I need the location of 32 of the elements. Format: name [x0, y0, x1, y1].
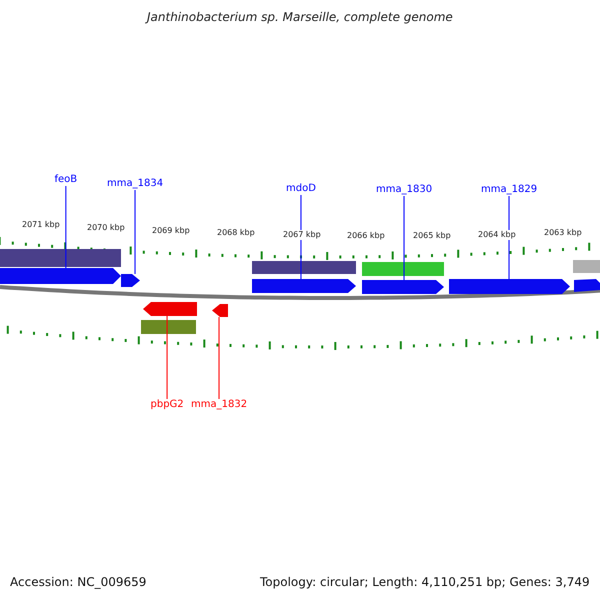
leader-line	[300, 194, 302, 280]
leader-line	[166, 316, 168, 400]
gene-label: pbpG2	[150, 399, 184, 411]
gene-label: mma_1829	[481, 184, 538, 196]
title: Janthinobacterium sp. Marseille, complete genome	[147, 11, 453, 23]
leader-line	[134, 190, 136, 274]
info-text: Accession: NC_009659	[10, 576, 146, 588]
scale-label: 2064 kbp	[478, 230, 516, 240]
gene-label: mdoD	[286, 183, 316, 195]
gene-label: mma_1832	[191, 399, 248, 411]
gene-feature	[143, 302, 197, 316]
scale-label: 2063 kbp	[544, 228, 582, 238]
scale-label: 2068 kbp	[217, 228, 255, 238]
leader-line	[508, 196, 510, 280]
scale-label: 2071 kbp	[22, 220, 60, 230]
gene-feature	[212, 304, 228, 317]
gene-feature	[252, 279, 356, 293]
leader-line	[404, 196, 405, 280]
scale-label: 2066 kbp	[347, 231, 385, 241]
scale-label: 2070 kbp	[87, 223, 125, 233]
gene-label: mma_1830	[376, 184, 432, 196]
leader-line	[65, 186, 66, 268]
gene-feature	[121, 274, 140, 287]
leader-line	[218, 316, 220, 400]
scale-label: 2065 kbp	[413, 231, 451, 241]
scale-label: 2069 kbp	[152, 226, 190, 236]
gene-feature	[362, 280, 444, 294]
gene-feature	[449, 279, 570, 294]
gene-label: feoB	[54, 174, 78, 186]
scale-label: 2067 kbp	[283, 230, 321, 240]
info-text: Topology: circular; Length: 4,110,251 bp; Genes: 3,749	[260, 576, 590, 588]
gene-label: mma_1834	[107, 178, 164, 190]
